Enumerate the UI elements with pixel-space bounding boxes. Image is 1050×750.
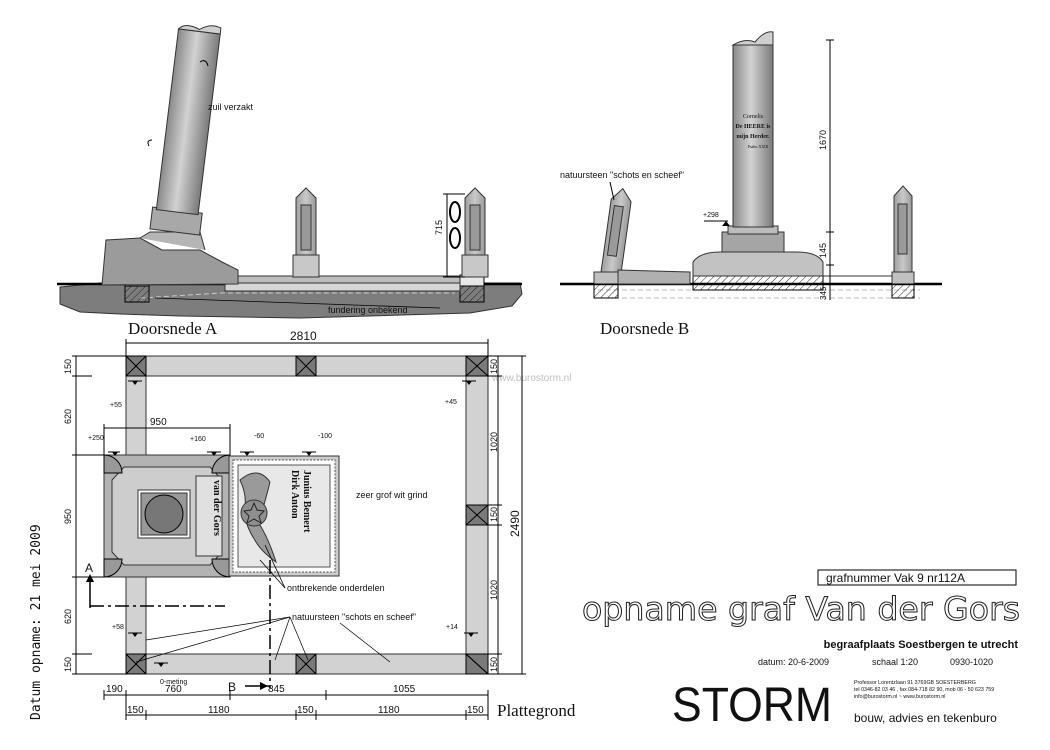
bottom-dims: 190 760 845 1055 150 1180 150 1180 150	[106, 684, 484, 716]
plan-grave-slab: Dirk Anton Junius Bemert	[228, 455, 340, 577]
svg-text:+58: +58	[112, 624, 124, 631]
watermark: www.burostorm.nl	[491, 373, 571, 384]
main-title: opname graf Van der Gors	[582, 590, 1020, 628]
svg-text:1020: 1020	[489, 432, 499, 452]
column-inscription: Cornelis De HEERE is mijn Herder. Psalm …	[735, 114, 771, 149]
section-a: zuil verzakt 715 fundering onbekend Door…	[57, 24, 523, 338]
cemetery-name: begraafplaats Soestbergen te utrecht	[824, 639, 1019, 651]
note-natural-stone-b: natuursteen "schots en scheef"	[560, 170, 684, 180]
plan-headstone-name: van der Gors	[211, 480, 222, 536]
svg-text:mijn Herder.: mijn Herder.	[736, 134, 770, 140]
leaning-headstone-b	[599, 187, 632, 280]
base-b	[692, 275, 824, 291]
headstone-small-right-b	[891, 185, 915, 299]
section-mark-a: A	[85, 561, 93, 575]
zero-level-label: 0-meting	[160, 679, 187, 686]
svg-text:845: 845	[268, 684, 285, 695]
svg-text:150: 150	[63, 359, 73, 374]
svg-text:150: 150	[297, 705, 314, 716]
right-dims: 150 1020 150 1020 150	[489, 359, 499, 672]
note-column-settled: zuil verzakt	[208, 102, 254, 112]
company-contact: tel 0346-82 03 46 , fax 084-718 82 90, m…	[854, 687, 994, 693]
svg-text:+14: +14	[446, 624, 458, 631]
company-web: info@burostorm.nl ~ www.burostorm.nl	[854, 694, 946, 700]
svg-text:-60: -60	[254, 433, 264, 440]
svg-text:-100: -100	[318, 433, 332, 440]
svg-text:+250: +250	[88, 435, 104, 442]
dim-1670: 1670	[818, 130, 828, 150]
headstone-small-right	[461, 187, 489, 278]
slab-text-line-2: Junius Bemert	[301, 470, 312, 533]
column-pedestal	[101, 237, 239, 286]
svg-text:1020: 1020	[489, 580, 499, 600]
company-tagline: bouw, advies en tekenburo	[854, 711, 997, 725]
drawing-date: datum: 20-6-2009	[758, 657, 829, 667]
svg-text:150: 150	[63, 657, 73, 672]
level-b: +298	[703, 212, 719, 219]
svg-text:190: 190	[106, 684, 123, 695]
floor-plan: van der Gors Dirk Anton Junius Bemert ze…	[29, 329, 576, 720]
svg-text:Psalm XXIII: Psalm XXIII	[748, 144, 769, 149]
drawing-scale: schaal 1:20	[872, 657, 918, 667]
note-foundation-unknown: fundering onbekend	[328, 305, 408, 315]
note-natural-stone-plan: natuursteen "schots en scheef"	[292, 612, 416, 622]
company-address: Professor Lorentzlaan 91 3769GB SOESTERB…	[854, 680, 976, 686]
svg-text:150: 150	[489, 657, 499, 672]
plan-monument-base: van der Gors	[103, 454, 231, 578]
svg-text:620: 620	[63, 409, 73, 424]
svg-text:+45: +45	[445, 399, 457, 406]
footing-block-left	[124, 285, 150, 303]
plan-posts	[125, 355, 489, 675]
dim-height-a: 715	[434, 220, 444, 235]
svg-text:150: 150	[127, 705, 144, 716]
drawing-code: 0930-1020	[950, 657, 993, 667]
svg-text:+55: +55	[110, 402, 122, 409]
svg-text:950: 950	[63, 509, 73, 524]
note-missing-parts: ontbrekende onderdelen	[287, 583, 385, 593]
dim-width: 2810	[290, 329, 317, 343]
title-block: grafnummer Vak 9 nr112A opname graf Van …	[582, 569, 1021, 732]
svg-text:1180: 1180	[208, 705, 230, 716]
dim-depth: 2490	[508, 510, 522, 537]
svg-text:150: 150	[489, 507, 499, 522]
svg-text:1055: 1055	[393, 684, 416, 695]
grave-number: grafnummer Vak 9 nr112A	[826, 571, 965, 585]
svg-text:1180: 1180	[378, 705, 400, 716]
section-mark-b: B	[228, 680, 236, 694]
leaning-column	[149, 24, 222, 236]
dim-145: 145	[818, 243, 828, 258]
date-recorded-vertical: Datum opname: 21 mei 2009	[29, 524, 44, 720]
section-a-title: Doorsnede A	[128, 319, 218, 338]
dim-345: 345	[819, 286, 828, 300]
slab-text-line-1: Dirk Anton	[289, 470, 300, 519]
left-dims: 150 620 950 620 150	[63, 359, 73, 672]
dim-950-top: 950	[150, 417, 167, 428]
section-b-title: Doorsnede B	[600, 319, 689, 338]
svg-text:150: 150	[489, 359, 499, 374]
headstone-small-mid	[292, 187, 320, 278]
plan-title: Plattegrond	[497, 701, 576, 720]
footing-block-right	[459, 285, 485, 303]
svg-text:De HEERE is: De HEERE is	[735, 124, 771, 130]
svg-text:Cornelis: Cornelis	[743, 114, 764, 120]
note-gravel: zeer grof wit grind	[356, 490, 428, 500]
svg-text:+160: +160	[190, 436, 206, 443]
section-b: Cornelis De HEERE is mijn Herder. Psalm …	[560, 31, 942, 338]
level-markers: +55 +45 +250 +160 -60 -100 +58 +14 0-met…	[88, 380, 478, 686]
svg-text:760: 760	[165, 684, 182, 695]
svg-text:620: 620	[63, 609, 73, 624]
brand-logo: STORM	[672, 679, 832, 732]
svg-text:150: 150	[467, 705, 484, 716]
